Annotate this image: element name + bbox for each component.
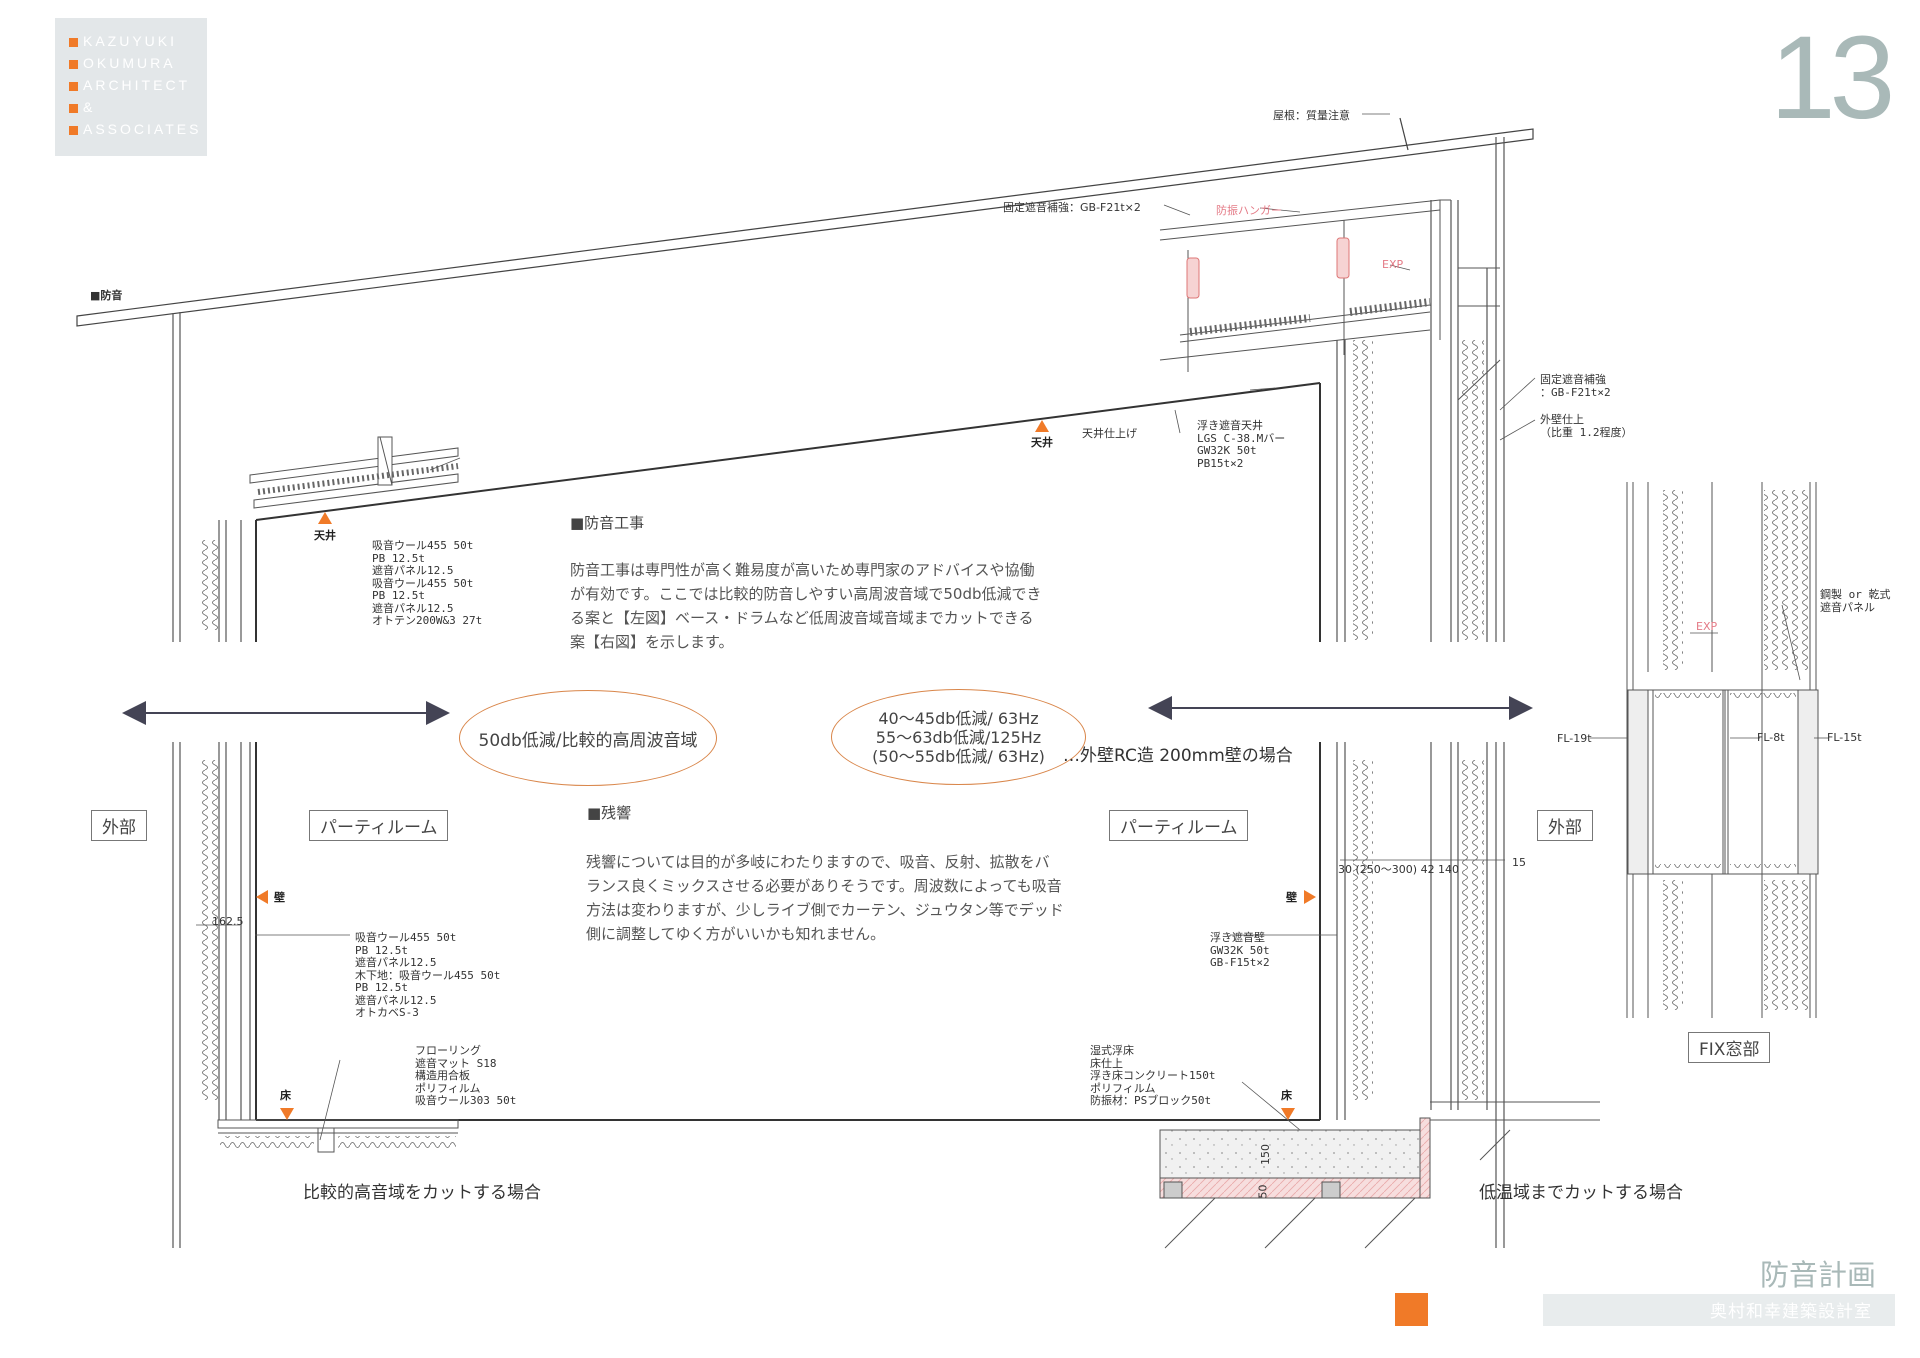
logo-line: & [69,99,95,115]
dim-wall: 30 (250〜300) 42 140 [1338,863,1460,876]
logo-line: ASSOCIATES [69,121,201,137]
ellipse-right-line: 40〜45db低減/ 63Hz [878,708,1039,728]
dim-15: 15 [1512,856,1526,869]
fl19-label: FL-19t [1557,732,1592,745]
rc-note: …外壁RC造 200mm壁の場合 [1063,746,1293,766]
dim-50: 50 [1256,1184,1270,1199]
caption-right: 低温域までカットする場合 [1479,1183,1683,1203]
label-party-left: パーティルーム [309,810,449,841]
marker-floor-left: 床 [280,1089,291,1102]
reverb-heading: ■残響 [587,804,632,822]
leader-lines [196,113,1828,1141]
reverb-body: 残響については目的が多岐にわたりますので、吸音、反射、拡散をバランス良くミックス… [586,853,1064,943]
wet-floor-label: 湿式浮床 床仕上 浮き床コンクリート150t ポリフィルム 防振材：PSブロック… [1090,1044,1216,1107]
exterior-finish-label: 外壁仕上 （比重 1.2程度） [1540,413,1633,439]
floating-ceiling-label: 浮き遮音天井 LGS C-38.Mバー GW32K 50t PB15t×2 [1197,419,1286,470]
ellipse-left: 50db低減/比較的高周波音域 [459,690,717,786]
logo-line: OKUMURA [69,55,176,71]
orange-markers [256,420,1316,1120]
floor-layers-label: フローリング 遮音マット S18 構造用合板 ポリフィルム 吸音ウール303 5… [415,1044,517,1107]
roof-label: 屋根：質量注意 [1273,109,1350,122]
footer-subtitle: 奥村和幸建築設計室 [1710,1302,1872,1322]
dim-1625: 162.5 [212,915,244,928]
firm-logo: KAZUYUKI OKUMURA ARCHITECT & ASSOCIATES [55,18,207,156]
ellipse-left-text: 50db低減/比較的高周波音域 [478,730,698,751]
soundproof-body: 防音工事は専門性が高く難易度が高いため専門家のアドバイスや協働が有効です。ここで… [570,561,1042,651]
ceiling-detail-right [1159,199,1451,372]
label-fix-window: FIX窓部 [1688,1032,1771,1063]
fixed-ceiling-label: 固定遮音補強：GB-F21t×2 [1003,201,1141,214]
logo-line: ARCHITECT [69,77,190,93]
wall-layers-label: 吸音ウール455 50t PB 12.5t 遮音パネル12.5 木下地：吸音ウー… [355,931,501,1019]
ceiling-layers-label: 吸音ウール455 50t PB 12.5t 遮音パネル12.5 吸音ウール455… [372,539,483,627]
marker-floor-right: 床 [1281,1089,1292,1102]
marker-wall-right: 壁 [1286,891,1297,904]
page-number: 13 [1770,12,1895,144]
footer-accent-square [1395,1293,1428,1326]
ellipse-right-line: (50〜55db低減/ 63Hz) [872,746,1045,766]
footer-title: 防音計画 [1760,1258,1877,1292]
fixed-wall-label: 固定遮音補強 ：GB-F21t×2 [1540,373,1611,399]
ceiling-finish-label: 天井仕上げ [1082,427,1137,440]
hanger-left [1186,257,1200,299]
label-outside-left: 外部 [91,810,147,841]
floor-detail-right [1159,1101,1600,1249]
floating-wall-label: 浮き遮音壁 GW32K 50t GB-F15t×2 [1210,931,1270,969]
exp-window-label: EXP [1696,620,1718,633]
room-outline-left [255,382,1321,1121]
soundproof-heading: ■防音工事 [570,514,645,532]
fix-window-detail [1626,482,1819,1018]
exp-top-label: EXP [1382,258,1404,271]
floor-detail-left [217,1119,459,1153]
logo-line: KAZUYUKI [69,33,177,49]
fl8-label: FL-8t [1757,731,1785,744]
hanger-label: 防振ハンガー [1216,204,1282,217]
glass-panel-label: 鋼製 or 乾式 遮音パネル [1820,588,1891,614]
roof-line [76,117,1534,327]
caption-left: 比較的高音域をカットする場合 [303,1183,541,1203]
right-exterior-wall [1336,137,1505,1248]
dim-150: 150 [1259,1144,1272,1165]
wall-braces-right [1457,267,1501,401]
label-party-right: パーティルーム [1109,810,1249,841]
soundproof-tag: ■防音 [90,289,123,302]
label-outside-right: 外部 [1537,810,1593,841]
marker-ceiling-left: 天井 [314,529,336,542]
marker-ceiling-right: 天井 [1031,436,1053,449]
hanger-right [1336,237,1350,279]
footer-bar [1543,1294,1895,1326]
ellipse-right: 40〜45db低減/ 63Hz 55〜63db低減/125Hz (50〜55db… [831,689,1086,785]
ellipse-right-line: 55〜63db低減/125Hz [875,727,1042,747]
fl15-label: FL-15t [1827,731,1862,744]
marker-wall-left: 壁 [274,891,285,904]
